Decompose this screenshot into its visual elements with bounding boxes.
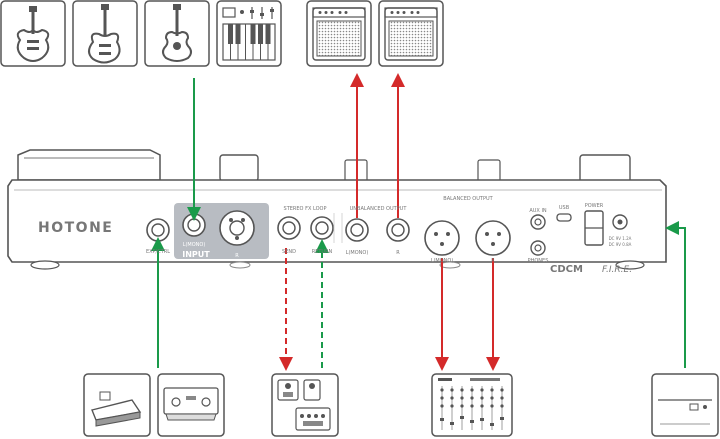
model-sub: F.I.R.E.: [602, 265, 632, 275]
footswitch-icon: [157, 373, 225, 437]
expression-pedal-icon: [83, 373, 151, 437]
model-mark: CDCM: [550, 264, 583, 275]
phones-label: PHONES: [528, 258, 549, 264]
device-body: [7, 149, 667, 270]
aux-in-label: AUX IN: [529, 208, 547, 214]
amp-icon-right: [378, 0, 444, 67]
amp-icon-left: [306, 0, 372, 67]
electric-guitar-icon: [0, 0, 66, 67]
effects-pedal-icon: [271, 373, 339, 437]
dc-spec-label: DC 9V 1.2A: [609, 236, 632, 241]
dc-spec2-label: DC 9V 0.8A: [609, 242, 632, 247]
input-mono-label: L(MONO): [183, 242, 206, 248]
exp-ctrl-label: EXP/CTRL: [146, 249, 170, 255]
balanced-output-label: BALANCED OUTPUT: [443, 196, 493, 202]
unbal-r-label: R: [396, 250, 400, 256]
brand-logo: HOTONE: [38, 220, 113, 236]
bal-l-label: L(MONO): [431, 258, 454, 264]
synth-keyboard-icon: [216, 0, 282, 67]
usb-label: USB: [559, 205, 570, 211]
power-label: POWER: [585, 203, 604, 209]
mixer-icon: [431, 373, 513, 437]
input-r-label: R: [235, 253, 239, 259]
electric-bass-icon: [72, 0, 138, 67]
send-label: SEND: [282, 249, 296, 255]
input-label: INPUT: [182, 250, 210, 259]
bal-r-label: R: [491, 258, 495, 264]
unbal-l-label: L(MONO): [346, 250, 369, 256]
stereo-fx-loop-label: STEREO FX LOOP: [284, 206, 327, 212]
unbalanced-output-label: UNBALANCED OUTPUT: [350, 206, 408, 212]
return-label: RETURN: [312, 249, 333, 255]
acoustic-guitar-icon: [144, 0, 210, 67]
arrow-power-to-dc: [665, 221, 686, 368]
power-adapter-icon: [651, 373, 719, 437]
